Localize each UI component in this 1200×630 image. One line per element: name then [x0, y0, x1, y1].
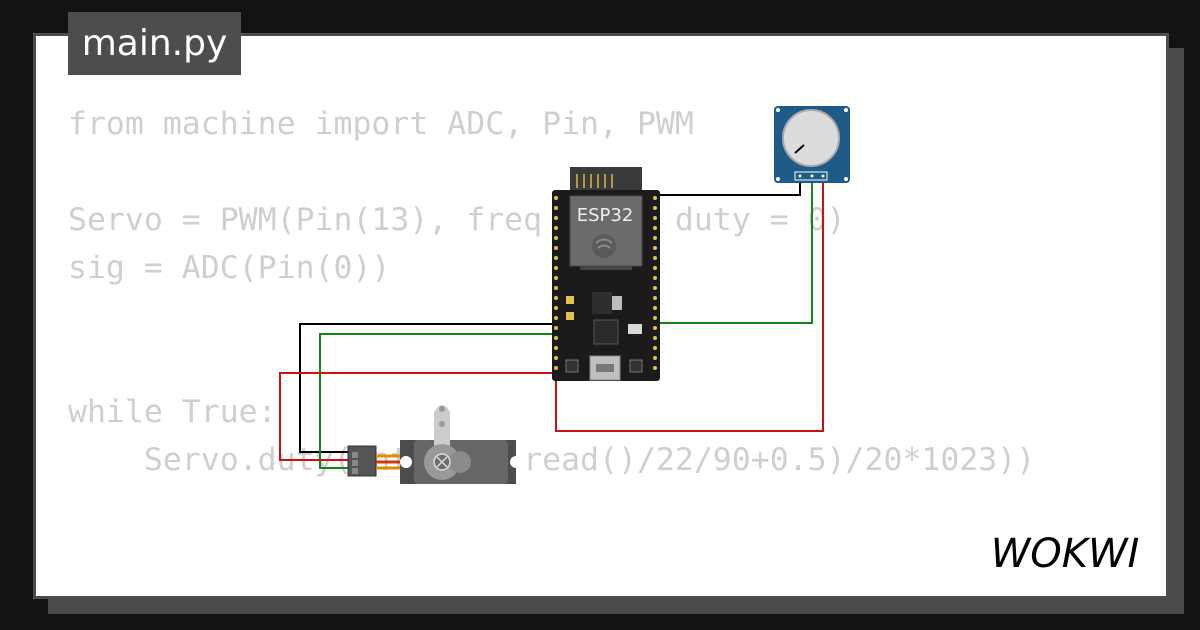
- wire-power-servo[interactable]: [279, 372, 556, 461]
- wires: [279, 177, 824, 469]
- wire-power-pot[interactable]: [555, 177, 824, 432]
- esp32-board-icon[interactable]: ESP32: [552, 167, 660, 381]
- code-line: while True:: [68, 394, 277, 430]
- file-name-tab[interactable]: main.py: [68, 12, 241, 75]
- potentiometer-icon[interactable]: [774, 106, 850, 183]
- code-line: sig = ADC(Pin(0)): [68, 250, 391, 286]
- wire-signal-servo[interactable]: [319, 333, 556, 469]
- wire-ground-servo[interactable]: [299, 323, 556, 453]
- wire-signal-pot[interactable]: [655, 177, 813, 324]
- wokwi-logo-text: WOKWI: [991, 531, 1140, 577]
- code-line: from machine import ADC, Pin, PWM: [68, 106, 694, 142]
- file-name-label: main.py: [81, 23, 228, 64]
- board-label: ESP32: [577, 205, 634, 226]
- wokwi-logo: WOKWI: [991, 531, 1140, 577]
- servo-motor-icon[interactable]: [347, 405, 522, 484]
- board-pins: [554, 196, 657, 370]
